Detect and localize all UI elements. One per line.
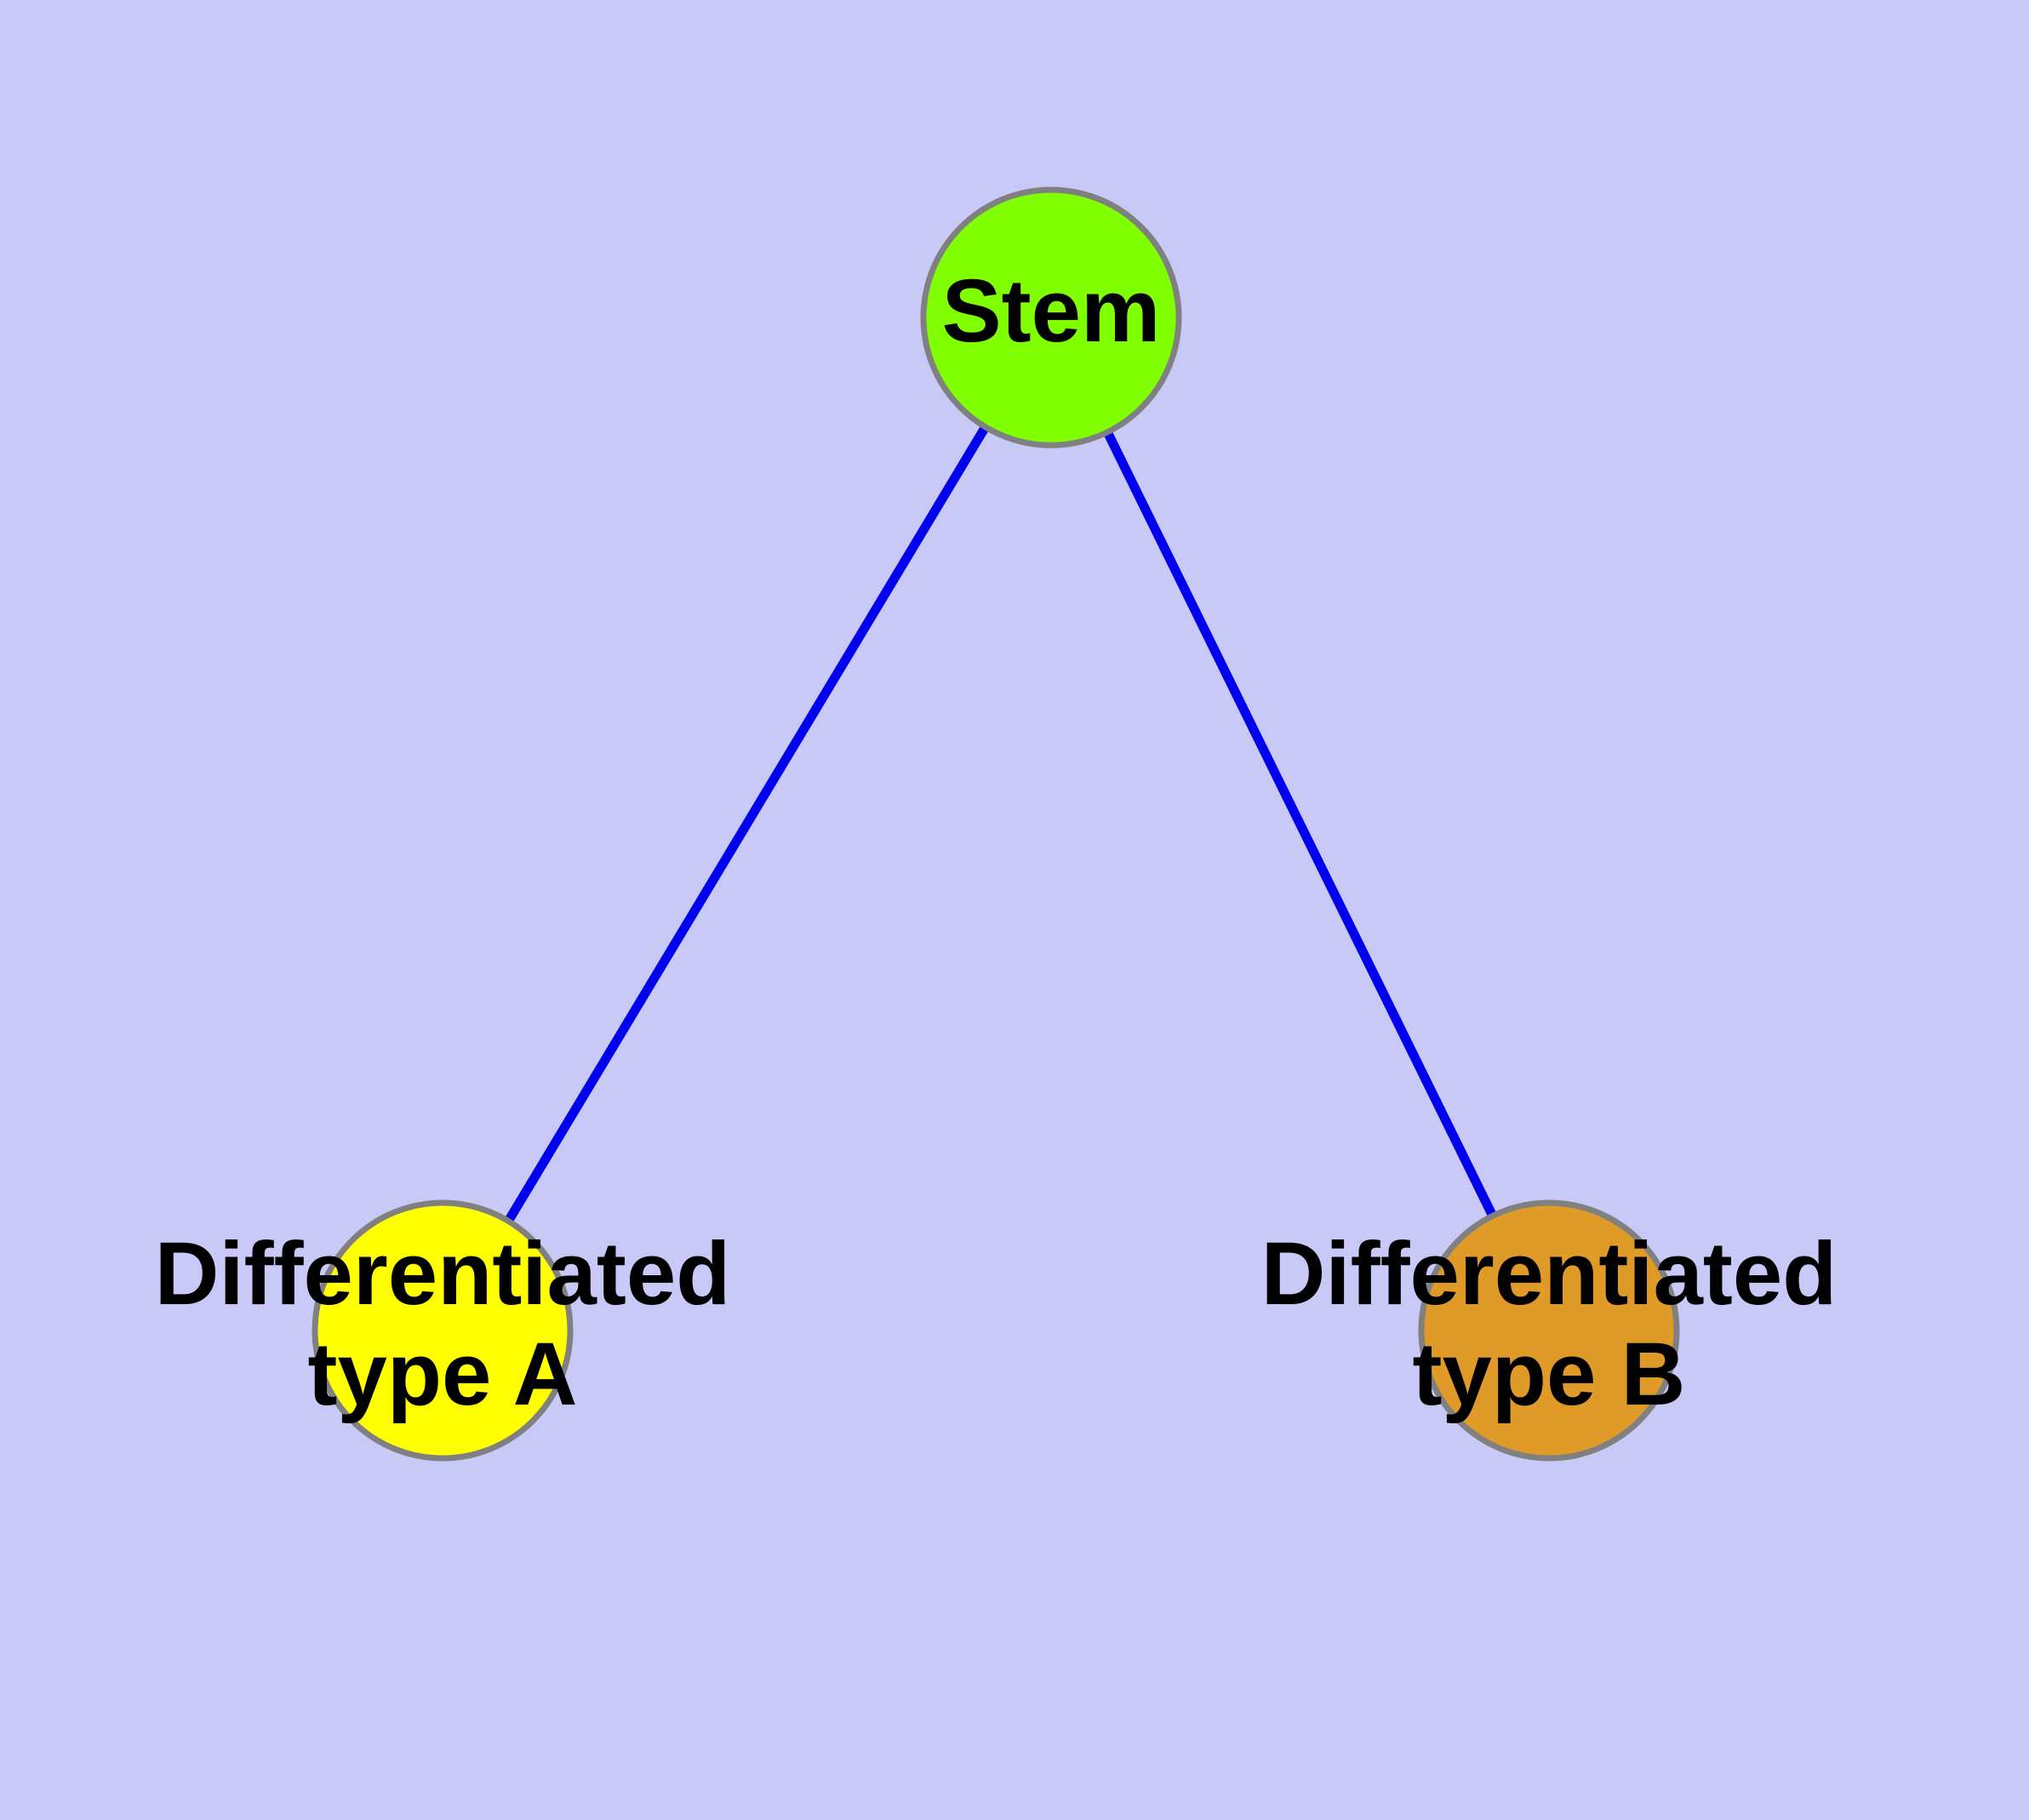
node-differentiated-type-b-circle[interactable] [1418,1199,1680,1462]
node-stem-label: Stem [942,261,1161,361]
node-label-line: type B [1413,1325,1686,1424]
node-differentiated-type-a[interactable] [311,1199,574,1462]
edge-stem-to-differentiated-type-b[interactable] [1101,426,1499,1222]
nodes-layer [311,186,1680,1462]
node-stem[interactable] [920,186,1182,449]
edges-layer [502,421,1499,1227]
node-label-line: Differentiated [1261,1224,1838,1324]
node-stem-circle[interactable] [920,186,1182,449]
node-differentiated-type-b[interactable] [1418,1199,1680,1462]
node-label-line: Stem [942,261,1161,361]
node-differentiated-type-a-circle[interactable] [311,1199,574,1462]
edge-stem-to-differentiated-type-a[interactable] [502,421,992,1227]
node-label-line: type A [308,1325,578,1424]
node-label-line: Differentiated [155,1224,731,1324]
